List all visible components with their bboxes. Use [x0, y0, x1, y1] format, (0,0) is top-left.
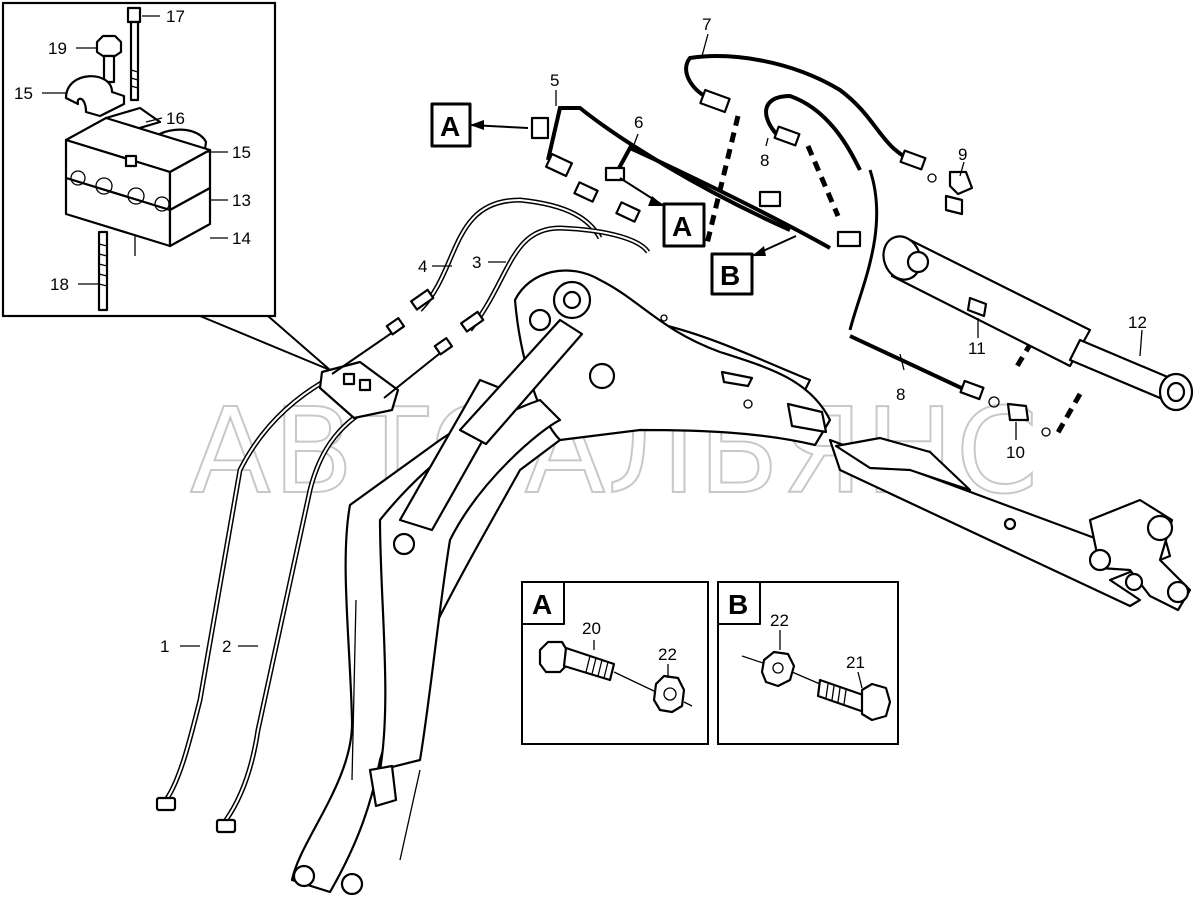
pipe-1-part	[155, 375, 332, 812]
fitting-block-a	[758, 190, 782, 208]
detail-a-part-22: 22	[658, 645, 677, 664]
hose-4-part	[331, 197, 603, 375]
hose-curve	[848, 169, 879, 331]
clamp-half-15-left	[64, 75, 126, 118]
view-marker-a-upper: A	[430, 102, 529, 148]
dashed-line-4	[1053, 392, 1083, 438]
nut-19-part	[95, 34, 123, 84]
callout-8-upper: 8	[760, 151, 769, 170]
clamp-block-part	[64, 116, 212, 248]
rear-frame-part	[828, 436, 1192, 612]
callout-3: 3	[472, 253, 481, 272]
callout-13: 13	[232, 191, 251, 210]
detail-box-b: B 22 21	[717, 581, 899, 745]
pipe-7-part	[684, 54, 937, 183]
svg-text:A: A	[440, 111, 460, 142]
detail-a-part-20: 20	[582, 619, 601, 638]
callout-1: 1	[160, 637, 169, 656]
detail-a-title: A	[532, 589, 552, 620]
dashed-line-2	[805, 145, 841, 217]
fitting-block-b	[836, 230, 862, 248]
elbow-fitting-9	[944, 170, 974, 216]
callout-6: 6	[634, 113, 643, 132]
hydraulic-cylinder-12	[882, 235, 1194, 412]
callout-18: 18	[50, 275, 69, 294]
callout-10: 10	[1006, 443, 1025, 462]
loader-boom-part	[290, 269, 832, 896]
callout-5: 5	[550, 71, 559, 90]
pipe-8-upper-part	[764, 93, 862, 171]
callout-8-lower: 8	[896, 385, 905, 404]
pipe-5-part	[530, 106, 791, 232]
pipe-clamp-on-boom	[318, 360, 400, 420]
clamp-detail-inset: 17 19 15 16 15 13 14 18	[1, 1, 331, 371]
detail-box-a: A 20 22	[521, 581, 709, 745]
pipe-6-part	[573, 145, 831, 250]
svg-text:B: B	[720, 260, 740, 291]
fitting-10	[1006, 402, 1030, 422]
callout-17: 17	[166, 7, 185, 26]
pipe-2-part	[215, 397, 386, 834]
view-marker-b: B	[710, 235, 797, 296]
view-marker-a-lower: A	[619, 177, 706, 248]
callout-11: 11	[968, 339, 986, 358]
callout-2: 2	[222, 637, 231, 656]
hose-3-part	[383, 225, 651, 399]
detail-b-title: B	[728, 589, 748, 620]
callout-12: 12	[1128, 313, 1147, 332]
callout-14: 14	[232, 229, 251, 248]
callout-15-right: 15	[232, 143, 251, 162]
detail-b-part-21: 21	[846, 653, 865, 672]
callout-15-left: 15	[14, 84, 33, 103]
bolt-17-part	[126, 6, 142, 102]
pipe-8-lower-part	[849, 334, 1051, 437]
stud-18-part	[97, 230, 109, 312]
callout-16: 16	[166, 109, 185, 128]
callout-4: 4	[418, 257, 427, 276]
svg-text:A: A	[672, 211, 692, 242]
callout-19: 19	[48, 39, 67, 58]
callout-9: 9	[958, 145, 967, 164]
detail-b-part-22: 22	[770, 611, 789, 630]
callout-7: 7	[702, 15, 711, 34]
main-callouts: 1 2 3 4 5 6 7 8 8 9 10 11 12	[160, 15, 1147, 656]
dashed-line-1	[703, 115, 741, 249]
